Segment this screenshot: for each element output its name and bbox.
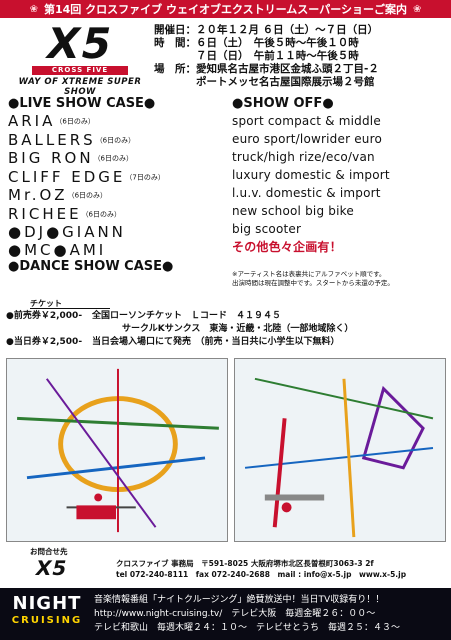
class-item: sport compact & middle (232, 114, 381, 128)
show-off-header: ●SHOW OFF● (232, 96, 334, 111)
broadcast-line: テレビ和歌山 毎週木曜２４：１０〜 テレビせとうち 毎週２５：４３〜 (94, 623, 401, 633)
act-note: （6日のみ） (81, 210, 122, 218)
flower-ornament-icon: ❀ (29, 3, 38, 15)
act-name: Mr.OZ (8, 186, 68, 204)
class-item: new school big bike (232, 204, 354, 218)
act-row: Mr.OZ（6日のみ） (8, 186, 228, 205)
class-item: euro sport/lowrider euro (232, 132, 383, 146)
act-note: （6日のみ） (55, 117, 95, 126)
act-row: BALLERS（6日のみ） (8, 131, 228, 150)
brand-cruising: CRUISING (11, 615, 83, 626)
class-item: luxury domestic & import (232, 168, 390, 182)
broadcast-info: 音楽情報番組「ナイトクルージング」絶賛放送中！当日TV収録有り！！ http:/… (94, 593, 400, 635)
mail: mail : info@x-5.jp (277, 570, 352, 579)
advance-info-2: サークルKサンクス 東海・近畿・北陸（一部地域除く） (122, 324, 354, 334)
act-note: （6日のみ） (67, 191, 108, 200)
logo-cross-five: CROSS FIVE (32, 66, 128, 75)
website: www.x-5.jp (358, 570, 407, 579)
contact-details: クロスファイブ 事務局 〒591-8025 大阪府堺市北区長曽根町3063-3 … (116, 558, 406, 580)
night-cruising-logo: NIGHT CRUISING (6, 594, 88, 628)
class-item: big scooter (232, 222, 302, 236)
broadcast-line: http://www.night-cruising.tv/ テレビ大阪 毎週金曜… (94, 609, 376, 619)
note-line: ※アーティスト名は表裏共にアルファベット順です。 (232, 270, 386, 278)
fax: fax 072-240-2688 (195, 570, 270, 579)
act-note: （6日のみ） (93, 154, 134, 163)
lineup: ●LIVE SHOW CASE● ARIA（6日のみ） BALLERS（6日のみ… (8, 96, 228, 275)
company-name: クロスファイブ 事務局 (116, 559, 194, 568)
act-name: RICHEE (8, 204, 82, 223)
mc-line: ●MC●AMI (8, 241, 107, 259)
act-name: BALLERS (8, 130, 96, 149)
access-map-graphic (235, 359, 445, 541)
live-show-header: ●LIVE SHOW CASE● (8, 96, 156, 111)
class-item: l.u.v. domestic & import (232, 186, 381, 200)
advance-info: 全国ローソンチケット Ｌコード ４１９４５ (92, 311, 282, 321)
other-events: その他色々企画有！ (232, 240, 342, 254)
access-map (234, 358, 446, 542)
date-label: 開催日： (154, 24, 196, 36)
act-row: CLIFF EDGE（7日のみ） (8, 168, 228, 187)
door-info: 当日会場入場口にて発売 （前売・当日共に小学生以下無料） (92, 337, 340, 347)
ticket-label: チケット (30, 298, 110, 309)
date-value: ２０年１２月 ６日（土）〜７日（日） (196, 24, 379, 36)
act-row: RICHEE（6日のみ） (8, 205, 228, 224)
event-info: 開催日： ２０年１２月 ６日（土）〜７日（日） 時 間： ６日（土） 午後５時〜… (154, 24, 448, 89)
inquiry-label: お問合せ先 (30, 547, 68, 556)
tel: tel 072-240-8111 (116, 570, 189, 579)
address: 〒591-8025 大阪府堺市北区長曽根町3063-3 2f (201, 559, 374, 568)
brand-night: NIGHT (12, 593, 82, 614)
advance-price: ●前売券￥2,000- (6, 311, 83, 321)
flower-ornament-icon: ❀ (412, 3, 422, 15)
act-note: （6日のみ） (95, 136, 136, 144)
act-name: CLIFF EDGE (8, 167, 126, 186)
act-row: BIG RON（6日のみ） (8, 149, 228, 168)
time-day2: ７日（日） 午前１１時〜午後５時 (196, 50, 359, 62)
place-address: 愛知県名古屋市港区金城ふ頭２丁目-２ (196, 63, 379, 75)
door-price: ●当日券￥2,500- (6, 337, 83, 347)
contact-logo: X5 (33, 556, 70, 580)
contact-block: お問合せ先 X5 クロスファイブ 事務局 〒591-8025 大阪府堺市北区長曽… (6, 546, 446, 586)
time-label: 時 間： (154, 37, 196, 49)
class-item: truck/high rize/eco/van (232, 150, 375, 164)
act-name: BIG RON (8, 149, 94, 167)
time-day1: ６日（土） 午後５時〜午後１０時 (196, 37, 359, 49)
act-note: （7日のみ） (125, 173, 165, 181)
logo-mark: X5 (42, 19, 119, 68)
act-name: ARIA (8, 112, 56, 130)
act-row: ARIA（6日のみ） (8, 112, 228, 131)
artist-notes: ※アーティスト名は表裏共にアルファベット順です。 出演時間は現在調整中です。スタ… (232, 270, 446, 288)
dj-line: ●DJ●GIANN (8, 223, 126, 241)
event-title: 第14回 クロスファイブ ウェイオブエクストリームスーパーショーご案内 (44, 3, 407, 16)
highway-map (6, 358, 228, 542)
title-bar: ❀ 第14回 クロスファイブ ウェイオブエクストリームスーパーショーご案内 ❀ (0, 0, 451, 18)
broadcast-line: 音楽情報番組「ナイトクルージング」絶賛放送中！当日TV収録有り！！ (94, 595, 385, 605)
place-label: 場 所： (154, 63, 196, 75)
x5-logo: X5 CROSS FIVE WAY OF XTREME SUPER SHOW (6, 19, 154, 97)
ticket-info: ●前売券￥2,000- 全国ローソンチケット Ｌコード ４１９４５ サークルKサ… (6, 310, 446, 349)
night-cruising-banner: NIGHT CRUISING 音楽情報番組「ナイトクルージング」絶賛放送中！当日… (0, 588, 451, 640)
place-venue: ポートメッセ名古屋国際展示場２号館 (196, 76, 375, 88)
note-line: 出演時間は現在調整中です。スタートから未還の予定。 (232, 279, 394, 287)
show-off: ●SHOW OFF● sport compact & middle euro s… (232, 96, 450, 256)
highway-map-graphic (7, 359, 227, 541)
dance-show-header: ●DANCE SHOW CASE● (8, 259, 174, 274)
logo-tagline: WAY OF XTREME SUPER SHOW (18, 77, 142, 97)
